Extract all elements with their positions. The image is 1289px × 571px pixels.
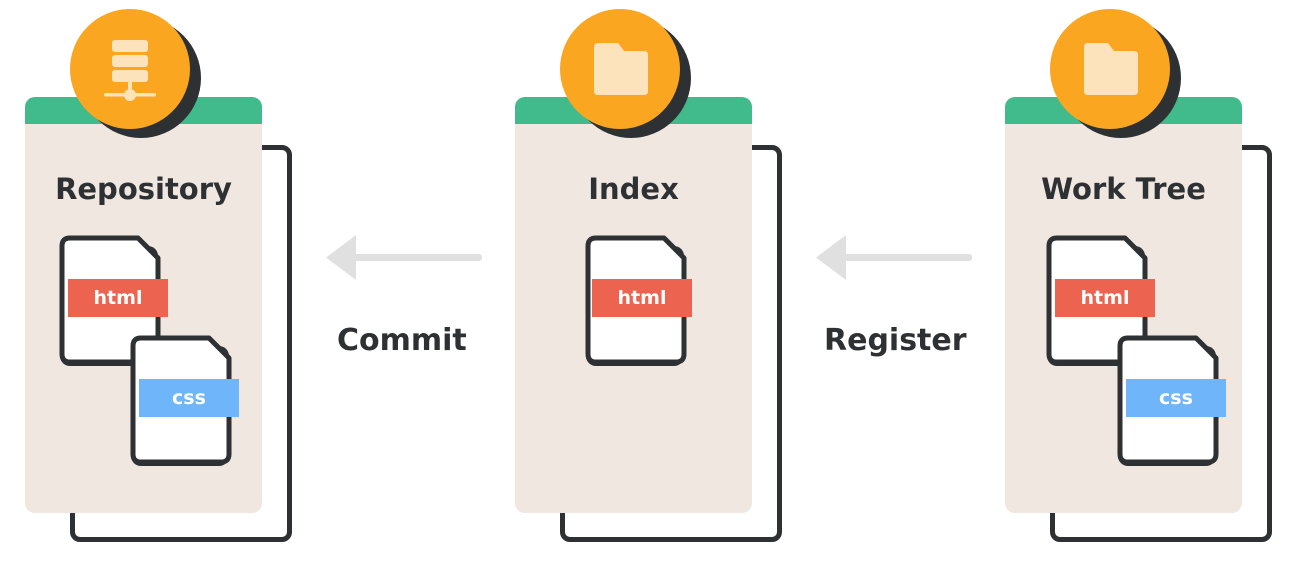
register-arrow-icon xyxy=(816,235,972,280)
html-tag: html xyxy=(592,279,692,317)
css-tag: css xyxy=(1126,379,1226,417)
folder-icon xyxy=(594,43,648,95)
folder-icon xyxy=(1084,43,1138,95)
commit-arrow-icon xyxy=(326,235,482,280)
repository-stage: Repository html css xyxy=(25,0,325,571)
repository-badge xyxy=(70,9,204,143)
html-file: html xyxy=(1043,235,1155,372)
html-file: html xyxy=(582,235,692,372)
work-tree-badge xyxy=(1050,9,1184,143)
work-tree-stage: Work Tree html css xyxy=(1005,0,1289,571)
commit-label: Commit xyxy=(337,323,467,358)
index-badge xyxy=(560,9,694,143)
html-tag: html xyxy=(1055,279,1155,317)
index-stage: Index html xyxy=(515,0,815,571)
stage-title: Repository xyxy=(55,172,232,206)
css-tag: css xyxy=(139,379,239,417)
html-file: html xyxy=(56,235,168,372)
register-label: Register xyxy=(824,323,967,358)
html-tag: html xyxy=(68,279,168,317)
stage-title: Work Tree xyxy=(1041,172,1206,206)
css-file: css xyxy=(1114,335,1226,472)
css-file: css xyxy=(127,335,239,472)
stage-title: Index xyxy=(588,172,679,206)
database-server-icon xyxy=(104,40,156,101)
